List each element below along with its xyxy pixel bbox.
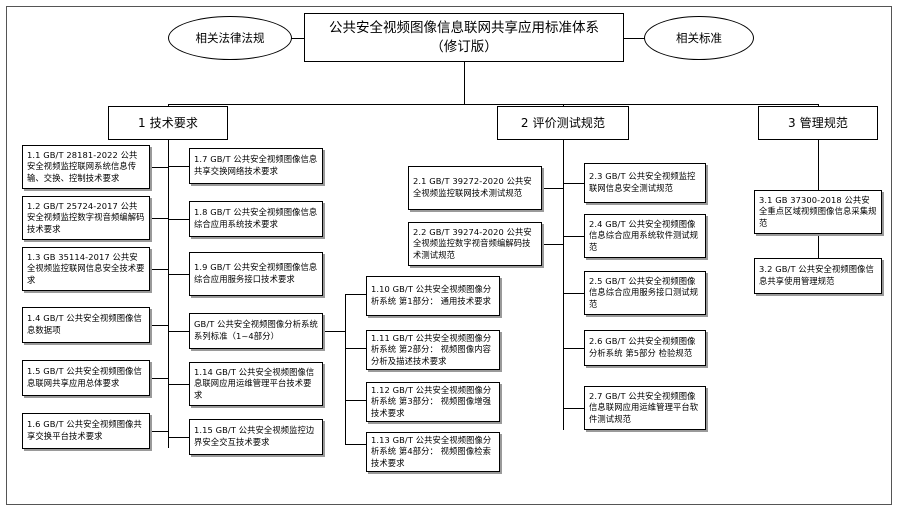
node-1-14-label: 1.14 GB/T 公共安全视频图像信息联网应用运维管理平台技术要求 xyxy=(194,366,315,400)
node-related-laws[interactable]: 相关法律法规 xyxy=(168,16,292,60)
node-1-13[interactable]: 1.13 GB/T 公共安全视频图像分析系统 第4部分： 视频图像检索技术要求 xyxy=(366,432,500,472)
node-1-2[interactable]: 1.2 GB/T 25724-2017 公共安全视频监控数字视音频编解码技术要求 xyxy=(22,196,150,240)
connector-2-6 xyxy=(563,348,584,349)
connector-tech-spine xyxy=(168,140,169,448)
node-1-4[interactable]: 1.4 GB/T 公共安全视频图像信息数据项 xyxy=(22,307,150,343)
connector-main-bus xyxy=(168,104,818,105)
node-1-8-label: 1.8 GB/T 公共安全视频图像信息综合应用系统技术要求 xyxy=(194,207,318,229)
node-1-7-label: 1.7 GB/T 公共安全视频图像信息共享交换网络技术要求 xyxy=(194,154,318,176)
node-1-9[interactable]: 1.9 GB/T 公共安全视频图像信息综合应用服务接口技术要求 xyxy=(189,252,323,296)
node-3-2-label: 3.2 GB/T 公共安全视频图像信息共享使用管理规范 xyxy=(759,264,874,286)
connector-series-spine xyxy=(345,294,346,444)
node-root-title-label: 公共安全视频图像信息联网共享应用标准体系 （修订版） xyxy=(329,19,599,55)
node-2-1-label: 2.1 GB/T 39272-2020 公共安全视频监控联网技术测试规范 xyxy=(413,176,532,198)
connector-2-7 xyxy=(563,408,584,409)
connector-1-1 xyxy=(150,167,168,168)
node-1-8[interactable]: 1.8 GB/T 公共安全视频图像信息综合应用系统技术要求 xyxy=(189,201,323,237)
node-2-5[interactable]: 2.5 GB/T 公共安全视频图像信息综合应用服务接口测试规范 xyxy=(584,271,706,315)
node-analysis-series-label: GB/T 公共安全视频图像分析系统系列标准（1~4部分） xyxy=(194,319,318,341)
connector-1-5 xyxy=(150,378,168,379)
branch-header-manage[interactable]: 3 管理规范 xyxy=(758,106,878,140)
node-2-4-label: 2.4 GB/T 公共安全视频图像信息综合应用系统软件测试规范 xyxy=(589,218,699,252)
connector-root-to-standards xyxy=(624,38,645,39)
node-1-1[interactable]: 1.1 GB/T 28181-2022 公共安全视频监控联网系统信息传输、交换、… xyxy=(22,145,150,189)
node-related-standards[interactable]: 相关标准 xyxy=(644,16,754,60)
connector-1-9 xyxy=(168,274,189,275)
page-border xyxy=(6,6,892,505)
branch-header-tech[interactable]: 1 技术要求 xyxy=(108,106,228,140)
node-2-1[interactable]: 2.1 GB/T 39272-2020 公共安全视频监控联网技术测试规范 xyxy=(408,166,542,210)
node-2-6-label: 2.6 GB/T 公共安全视频图像分析系统 第5部分 检验规范 xyxy=(589,336,696,358)
connector-1-6 xyxy=(150,431,168,432)
connector-1-3 xyxy=(150,269,168,270)
node-1-5[interactable]: 1.5 GB/T 公共安全视频图像信息联网共享应用总体要求 xyxy=(22,360,150,396)
node-2-4[interactable]: 2.4 GB/T 公共安全视频图像信息综合应用系统软件测试规范 xyxy=(584,214,706,258)
node-1-7[interactable]: 1.7 GB/T 公共安全视频图像信息共享交换网络技术要求 xyxy=(189,148,323,184)
connector-2-1 xyxy=(542,188,563,189)
node-1-14[interactable]: 1.14 GB/T 公共安全视频图像信息联网应用运维管理平台技术要求 xyxy=(189,362,323,406)
node-2-5-label: 2.5 GB/T 公共安全视频图像信息综合应用服务接口测试规范 xyxy=(589,275,699,309)
connector-laws-to-root xyxy=(291,38,305,39)
node-1-11[interactable]: 1.11 GB/T 公共安全视频图像分析系统 第2部分： 视频图像内容分析及描述… xyxy=(366,330,500,370)
connector-root-drop xyxy=(464,62,465,104)
node-3-2[interactable]: 3.2 GB/T 公共安全视频图像信息共享使用管理规范 xyxy=(754,258,882,294)
node-1-12[interactable]: 1.12 GB/T 公共安全视频图像分析系统 第3部分： 视频图像增强技术要求 xyxy=(366,382,500,422)
node-related-laws-label: 相关法律法规 xyxy=(195,30,265,45)
node-1-9-label: 1.9 GB/T 公共安全视频图像信息综合应用服务接口技术要求 xyxy=(194,262,318,284)
node-1-5-label: 1.5 GB/T 公共安全视频图像信息联网共享应用总体要求 xyxy=(27,366,142,388)
branch-header-manage-label: 3 管理规范 xyxy=(787,115,849,130)
connector-1-4 xyxy=(150,325,168,326)
connector-manage-to-3-1 xyxy=(818,140,819,190)
node-2-7-label: 2.7 GB/T 公共安全视频图像信息联网应用运维管理平台软件测试规范 xyxy=(589,390,699,424)
node-1-3[interactable]: 1.3 GB 35114-2017 公共安全视频监控联网信息安全技术要求 xyxy=(22,247,150,291)
connector-1-7 xyxy=(168,166,189,167)
node-2-3-label: 2.3 GB/T 公共安全视频监控联网信息安全测试规范 xyxy=(589,171,696,193)
connector-3-1-to-3-2 xyxy=(818,234,819,258)
node-1-15[interactable]: 1.15 GB/T 公共安全视频监控边界安全交互技术要求 xyxy=(189,419,323,455)
node-2-7[interactable]: 2.7 GB/T 公共安全视频图像信息联网应用运维管理平台软件测试规范 xyxy=(584,386,706,430)
node-3-1-label: 3.1 GB 37300-2018 公共安全重点区域视频图像信息采集规范 xyxy=(759,194,877,228)
branch-header-eval-label: 2 评价测试规范 xyxy=(520,115,606,130)
node-1-2-label: 1.2 GB/T 25724-2017 公共安全视频监控数字视音频编解码技术要求 xyxy=(27,200,145,234)
connector-1-10 xyxy=(345,294,366,295)
connector-1-2 xyxy=(150,218,168,219)
node-1-6-label: 1.6 GB/T 公共安全视频图像共享交换平台技术要求 xyxy=(27,419,142,441)
node-1-3-label: 1.3 GB 35114-2017 公共安全视频监控联网信息安全技术要求 xyxy=(27,251,145,285)
connector-1-8 xyxy=(168,219,189,220)
node-1-12-label: 1.12 GB/T 公共安全视频图像分析系统 第3部分： 视频图像增强技术要求 xyxy=(371,384,492,418)
node-1-10[interactable]: 1.10 GB/T 公共安全视频图像分析系统 第1部分： 通用技术要求 xyxy=(366,276,500,316)
node-1-6[interactable]: 1.6 GB/T 公共安全视频图像共享交换平台技术要求 xyxy=(22,413,150,449)
connector-eval-spine xyxy=(563,140,564,430)
connector-1-14 xyxy=(168,384,189,385)
branch-header-tech-label: 1 技术要求 xyxy=(137,115,199,130)
node-1-1-label: 1.1 GB/T 28181-2022 公共安全视频监控联网系统信息传输、交换、… xyxy=(27,149,138,183)
node-analysis-series[interactable]: GB/T 公共安全视频图像分析系统系列标准（1~4部分） xyxy=(189,313,323,349)
node-2-3[interactable]: 2.3 GB/T 公共安全视频监控联网信息安全测试规范 xyxy=(584,163,706,203)
node-1-11-label: 1.11 GB/T 公共安全视频图像分析系统 第2部分： 视频图像内容分析及描述… xyxy=(371,332,492,366)
node-2-6[interactable]: 2.6 GB/T 公共安全视频图像分析系统 第5部分 检验规范 xyxy=(584,330,706,366)
node-3-1[interactable]: 3.1 GB 37300-2018 公共安全重点区域视频图像信息采集规范 xyxy=(754,190,882,234)
connector-1-15 xyxy=(168,437,189,438)
connector-analysis-series xyxy=(168,331,189,332)
node-2-2-label: 2.2 GB/T 39274-2020 公共安全视频监控数字视音频编解码技术测试… xyxy=(413,226,532,260)
node-1-13-label: 1.13 GB/T 公共安全视频图像分析系统 第4部分： 视频图像检索技术要求 xyxy=(371,434,492,468)
connector-1-12 xyxy=(345,400,366,401)
connector-1-11 xyxy=(345,348,366,349)
node-related-standards-label: 相关标准 xyxy=(676,30,722,45)
connector-2-4 xyxy=(563,236,584,237)
connector-2-5 xyxy=(563,293,584,294)
connector-2-2 xyxy=(542,244,563,245)
node-1-15-label: 1.15 GB/T 公共安全视频监控边界安全交互技术要求 xyxy=(194,425,315,447)
branch-header-eval[interactable]: 2 评价测试规范 xyxy=(497,106,629,140)
node-root-title[interactable]: 公共安全视频图像信息联网共享应用标准体系 （修订版） xyxy=(304,13,624,62)
connector-series-out xyxy=(323,331,345,332)
node-1-4-label: 1.4 GB/T 公共安全视频图像信息数据项 xyxy=(27,313,142,335)
node-2-2[interactable]: 2.2 GB/T 39274-2020 公共安全视频监控数字视音频编解码技术测试… xyxy=(408,222,542,266)
node-1-10-label: 1.10 GB/T 公共安全视频图像分析系统 第1部分： 通用技术要求 xyxy=(371,284,492,306)
connector-1-13 xyxy=(345,444,366,445)
connector-2-3 xyxy=(563,183,584,184)
